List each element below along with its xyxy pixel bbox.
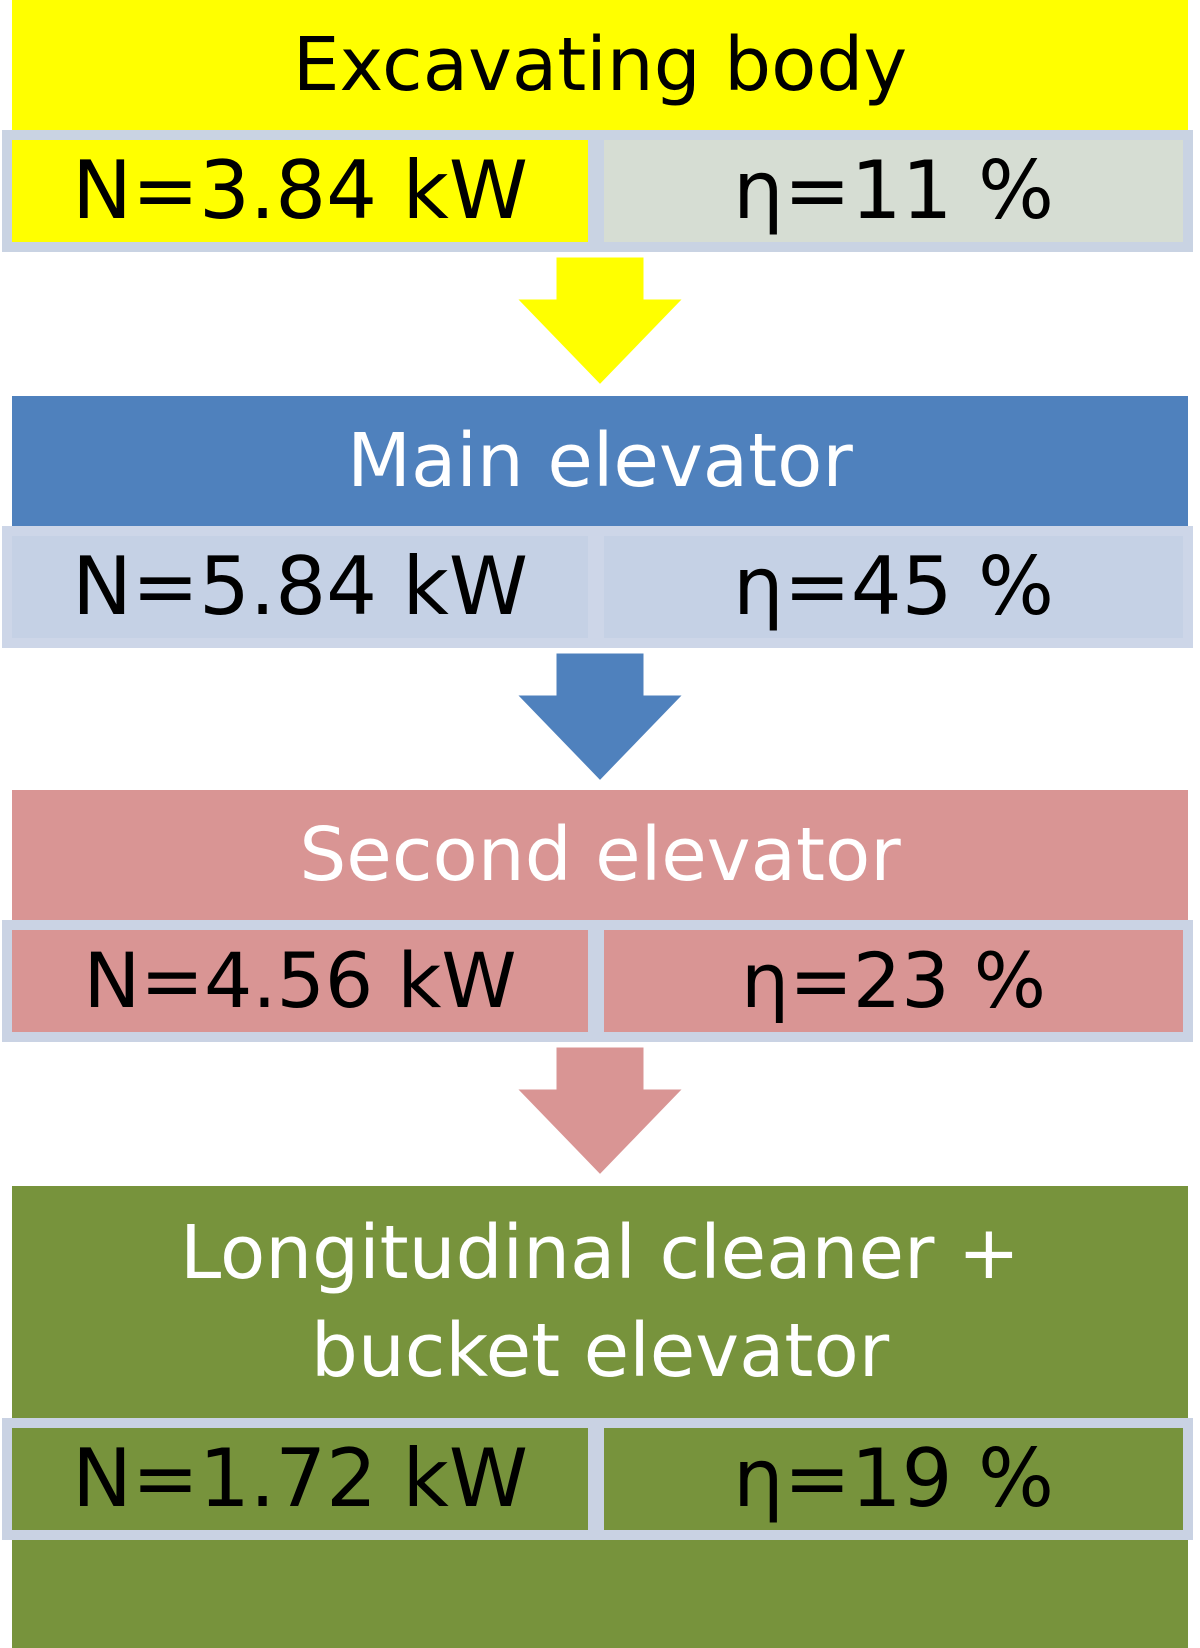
stage-main-elevator-title: Main elevator	[12, 396, 1188, 526]
down-arrow-shape-1	[515, 256, 685, 386]
stage-longitudinal-cleaner-metrics: N=1.72 kW η=19 %	[2, 1418, 1197, 1540]
efficiency-value: η=45 %	[594, 526, 1193, 648]
efficiency-value: η=11 %	[594, 130, 1193, 252]
stage-longitudinal-cleaner-footer	[12, 1540, 1188, 1648]
down-arrow-icon	[515, 256, 685, 386]
stage-main-elevator-metrics: N=5.84 kW η=45 %	[2, 526, 1197, 648]
power-value: N=3.84 kW	[2, 130, 598, 252]
efficiency-value: η=23 %	[594, 920, 1193, 1042]
stage-second-elevator-metrics: N=4.56 kW η=23 %	[2, 920, 1197, 1042]
stage-excavating-body-title: Excavating body	[12, 0, 1188, 130]
down-arrow-shape-2	[515, 652, 685, 782]
down-arrow-shape-3	[515, 1046, 685, 1176]
power-value: N=1.72 kW	[2, 1418, 598, 1540]
down-arrow-icon	[515, 1046, 685, 1176]
power-value: N=5.84 kW	[2, 526, 598, 648]
stage-longitudinal-cleaner-title: Longitudinal cleaner + bucket elevator	[12, 1186, 1188, 1418]
down-arrow-icon	[515, 652, 685, 782]
efficiency-value: η=19 %	[594, 1418, 1193, 1540]
stage-excavating-body-metrics: N=3.84 kW η=11 %	[2, 130, 1197, 252]
stage-second-elevator-title: Second elevator	[12, 790, 1188, 920]
power-value: N=4.56 kW	[2, 920, 598, 1042]
